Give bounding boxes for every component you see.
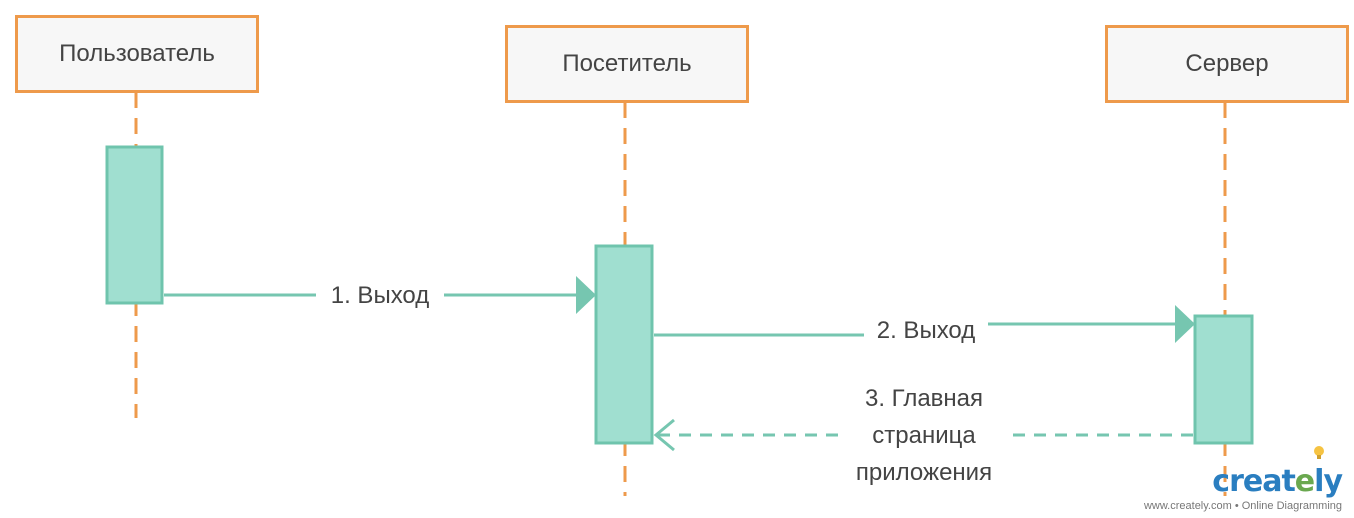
participant-server-label: Сервер xyxy=(1185,50,1269,77)
participant-visitor: Посетитель xyxy=(505,25,749,103)
message-3-label-line-2: страница xyxy=(872,422,976,449)
creately-watermark: creately www.creately.com • Online Diagr… xyxy=(1143,446,1343,512)
activation-user xyxy=(105,145,164,305)
activation-server xyxy=(1193,314,1254,445)
creately-logo: creately xyxy=(1144,446,1343,498)
participant-visitor-label: Посетитель xyxy=(562,50,692,77)
activation-visitor xyxy=(594,244,654,445)
message-1-label: 1. Выход xyxy=(316,277,444,314)
message-3-arrowhead xyxy=(653,418,675,452)
message-3-label-line-3: приложения xyxy=(855,459,993,486)
message-2-label: 2. Выход xyxy=(864,312,988,349)
message-3-label-line-1: 3. Главная xyxy=(864,385,984,412)
message-2-arrowhead xyxy=(1175,305,1195,343)
creately-tagline: www.creately.com • Online Diagramming xyxy=(1143,500,1342,512)
participant-server: Сервер xyxy=(1105,25,1349,103)
message-1-arrowhead xyxy=(576,276,596,314)
message-3-label: 3. Главная страница приложения xyxy=(838,380,1010,491)
participant-user: Пользователь xyxy=(15,15,259,93)
participant-user-label: Пользователь xyxy=(59,40,215,67)
lightbulb-icon xyxy=(1314,446,1324,459)
